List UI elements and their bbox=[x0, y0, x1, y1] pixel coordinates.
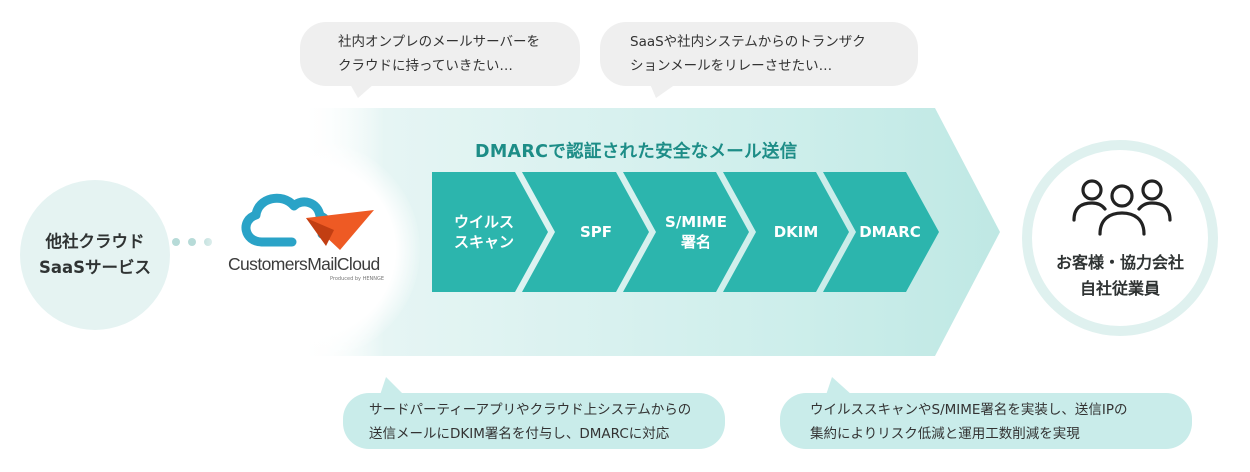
speech-bubble-bottom-2: ウイルススキャンやS/MIME署名を実装し、送信IPの 集約によりリスク低減と運… bbox=[780, 393, 1192, 449]
step-label-line: ウイルス bbox=[453, 213, 514, 231]
big-arrow bbox=[300, 108, 1000, 356]
destination-line-1: お客様・協力会社 bbox=[1055, 253, 1184, 272]
dot bbox=[172, 238, 180, 246]
step-chevron-5 bbox=[823, 172, 939, 292]
source-circle: 他社クラウド SaaSサービス bbox=[20, 180, 170, 330]
source-line-1: 他社クラウド bbox=[45, 232, 145, 251]
speech-bubble-top-1: 社内オンプレのメールサーバーを クラウドに持っていきたい… bbox=[300, 22, 580, 86]
bubble-line: 送信メールにDKIM署名を付与し、DMARCに対応 bbox=[369, 426, 670, 442]
bubble-tail-top-1 bbox=[350, 84, 374, 98]
destination-circle bbox=[1022, 140, 1218, 336]
step-chevron-2 bbox=[522, 172, 649, 292]
step-smime: S/MIME 署名 bbox=[656, 212, 736, 252]
step-virus-scan: ウイルス スキャン bbox=[444, 212, 524, 252]
step-dkim: DKIM bbox=[756, 222, 836, 242]
logo-tagline: Produced by HENNGE bbox=[330, 276, 385, 282]
step-label-line: スキャン bbox=[453, 233, 514, 251]
step-spf: SPF bbox=[556, 222, 636, 242]
step-chevron-3 bbox=[623, 172, 749, 292]
bubble-line: 集約によりリスク低減と運用工数削減を実現 bbox=[810, 426, 1080, 442]
destination-label: お客様・協力会社 自社従業員 bbox=[1022, 250, 1218, 302]
people-icon bbox=[1072, 179, 1172, 236]
cloud-plane-logo-icon bbox=[241, 193, 374, 250]
bubble-line: ウイルススキャンやS/MIME署名を実装し、送信IPの bbox=[810, 402, 1128, 418]
logo-glow bbox=[200, 140, 420, 360]
step-chevron-4 bbox=[723, 172, 849, 292]
speech-bubble-top-2: SaaSや社内システムからのトランザク ションメールをリレーさせたい… bbox=[600, 22, 918, 86]
steps-group bbox=[432, 172, 939, 292]
step-label-line: 署名 bbox=[680, 233, 711, 251]
step-label-line: DKIM bbox=[773, 223, 819, 241]
bubble-line: クラウドに持っていきたい… bbox=[338, 58, 513, 74]
step-label-line: S/MIME bbox=[665, 213, 727, 231]
bubble-tail-bottom-1 bbox=[380, 377, 404, 395]
flow-title: DMARCで認証された安全なメール送信 bbox=[475, 142, 798, 162]
source-line-2: SaaSサービス bbox=[38, 258, 152, 277]
step-chevron-1 bbox=[432, 172, 548, 292]
bubble-line: ションメールをリレーさせたい… bbox=[630, 58, 833, 74]
speech-bubble-bottom-1: サードパーティーアプリやクラウド上システムからの 送信メールにDKIM署名を付与… bbox=[343, 393, 725, 449]
destination-line-2: 自社従業員 bbox=[1079, 279, 1160, 298]
step-label-line: DMARC bbox=[859, 223, 921, 241]
bubble-line: 社内オンプレのメールサーバーを bbox=[338, 34, 540, 50]
bubble-tail-bottom-2 bbox=[826, 377, 852, 395]
bubble-line: サードパーティーアプリやクラウド上システムからの bbox=[369, 402, 692, 418]
step-dmarc: DMARC bbox=[850, 222, 930, 242]
dot bbox=[188, 238, 196, 246]
bubble-tail-top-2 bbox=[650, 84, 676, 98]
bubble-line: SaaSや社内システムからのトランザク bbox=[630, 34, 866, 50]
step-label-line: SPF bbox=[579, 223, 613, 241]
logo-wordmark: CustomersMailCloud bbox=[228, 254, 380, 274]
